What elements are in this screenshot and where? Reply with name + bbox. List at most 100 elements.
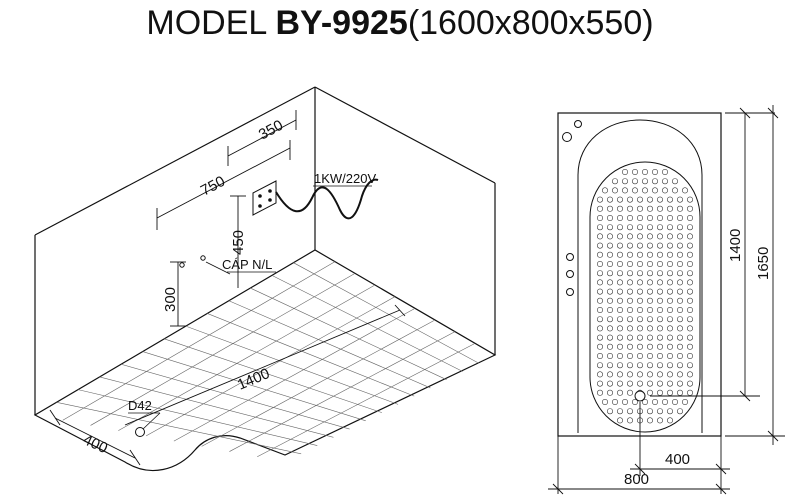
jet-hole-53 [616,224,623,231]
jet-hole-13 [611,187,618,194]
jet-hole-134 [626,297,633,304]
jet-hole-129 [676,288,683,295]
side-jet-c [566,288,574,296]
jet-hole-207 [656,362,663,369]
jet-hole-18 [661,187,668,194]
overflow-hole-b [574,120,582,128]
jet-hole-84 [626,251,633,258]
jet-hole-116 [646,279,653,286]
floor-grid-line-b-2 [90,273,356,426]
jet-hole-131 [596,297,603,304]
jet-hole-153 [616,316,623,323]
jet-hole-139 [676,297,683,304]
jet-hole-168 [666,325,673,332]
jet-hole-196 [646,352,653,359]
jet-hole-124 [626,288,633,295]
jet-hole-159 [676,316,683,323]
jet-hole-142 [606,306,613,313]
jet-hole-61 [596,233,603,240]
jet-hole-42 [606,215,613,222]
jet-hole-249 [681,398,688,405]
title-prefix: MODEL [146,4,276,42]
jet-hole-246 [651,398,658,405]
jet-hole-252 [626,408,633,415]
jet-hole-81 [596,251,603,258]
jet-hole-200 [686,352,693,359]
floor-grid-line-a-2 [78,389,318,446]
floor-grid-line-a-12 [293,262,479,364]
floor-grid-line-b-8 [257,343,476,458]
jet-hole-238 [666,389,673,396]
jet-hole-232 [606,389,613,396]
jet-hole-46 [646,215,653,222]
jet-hole-85 [636,251,643,258]
jet-hole-88 [666,251,673,258]
iso-dim-1400: 1400 [235,365,272,394]
jet-hole-214 [626,371,633,378]
jet-hole-184 [626,343,633,350]
jet-hole-114 [626,279,633,286]
jet-hole-213 [616,371,623,378]
jet-hole-135 [636,297,643,304]
drain-label: D42 [128,398,152,413]
jet-hole-70 [686,233,693,240]
jet-hole-45 [636,215,643,222]
jet-hole-261 [646,417,653,424]
jet-hole-222 [606,380,613,387]
jet-hole-245 [641,398,648,405]
title-model: BY-9925 [275,4,408,42]
jet-hole-195 [636,352,643,359]
page-title: MODEL BY-9925(1600x800x550) [0,2,800,44]
jet-hole-95 [636,260,643,267]
jet-hole-57 [656,224,663,231]
jet-hole-188 [666,343,673,350]
power-cable [275,178,379,220]
jet-hole-220 [686,371,693,378]
jet-hole-234 [626,389,633,396]
iso-dim-750: 750 [198,173,228,200]
jet-hole-141 [596,306,603,313]
jet-hole-136 [646,297,653,304]
jet-hole-171 [596,334,603,341]
jet-hole-103 [616,270,623,277]
jet-hole-169 [676,325,683,332]
jet-hole-181 [596,343,603,350]
jet-hole-143 [616,306,623,313]
jet-hole-209 [676,362,683,369]
jet-hole-12 [601,187,608,194]
jet-hole-193 [616,352,623,359]
jet-hole-208 [666,362,673,369]
jet-hole-82 [606,251,613,258]
jet-hole-22 [606,196,613,203]
jet-hole-77 [656,242,663,249]
jet-hole-33 [616,205,623,212]
jet-hole-160 [686,316,693,323]
jet-hole-51 [596,224,603,231]
jet-hole-6 [621,178,628,185]
side-jet-b [566,270,574,278]
jet-hole-49 [676,215,683,222]
jet-hole-148 [666,306,673,313]
jet-hole-10 [661,178,668,185]
jet-hole-251 [616,408,623,415]
jet-hole-72 [606,242,613,249]
jet-hole-128 [666,288,673,295]
jet-hole-228 [666,380,673,387]
jet-hole-138 [666,297,673,304]
jet-hole-28 [666,196,673,203]
jet-hole-147 [656,306,663,313]
jet-hole-180 [686,334,693,341]
jet-hole-23 [616,196,623,203]
jet-hole-32 [606,205,613,212]
jet-hole-47 [656,215,663,222]
jet-hole-110 [686,270,693,277]
jet-hole-183 [616,343,623,350]
jet-hole-25 [636,196,643,203]
jet-hole-140 [686,297,693,304]
jet-hole-191 [596,352,603,359]
jet-hole-167 [656,325,663,332]
jet-hole-60 [686,224,693,231]
jet-hole-24 [626,196,633,203]
jet-hole-259 [626,417,633,424]
